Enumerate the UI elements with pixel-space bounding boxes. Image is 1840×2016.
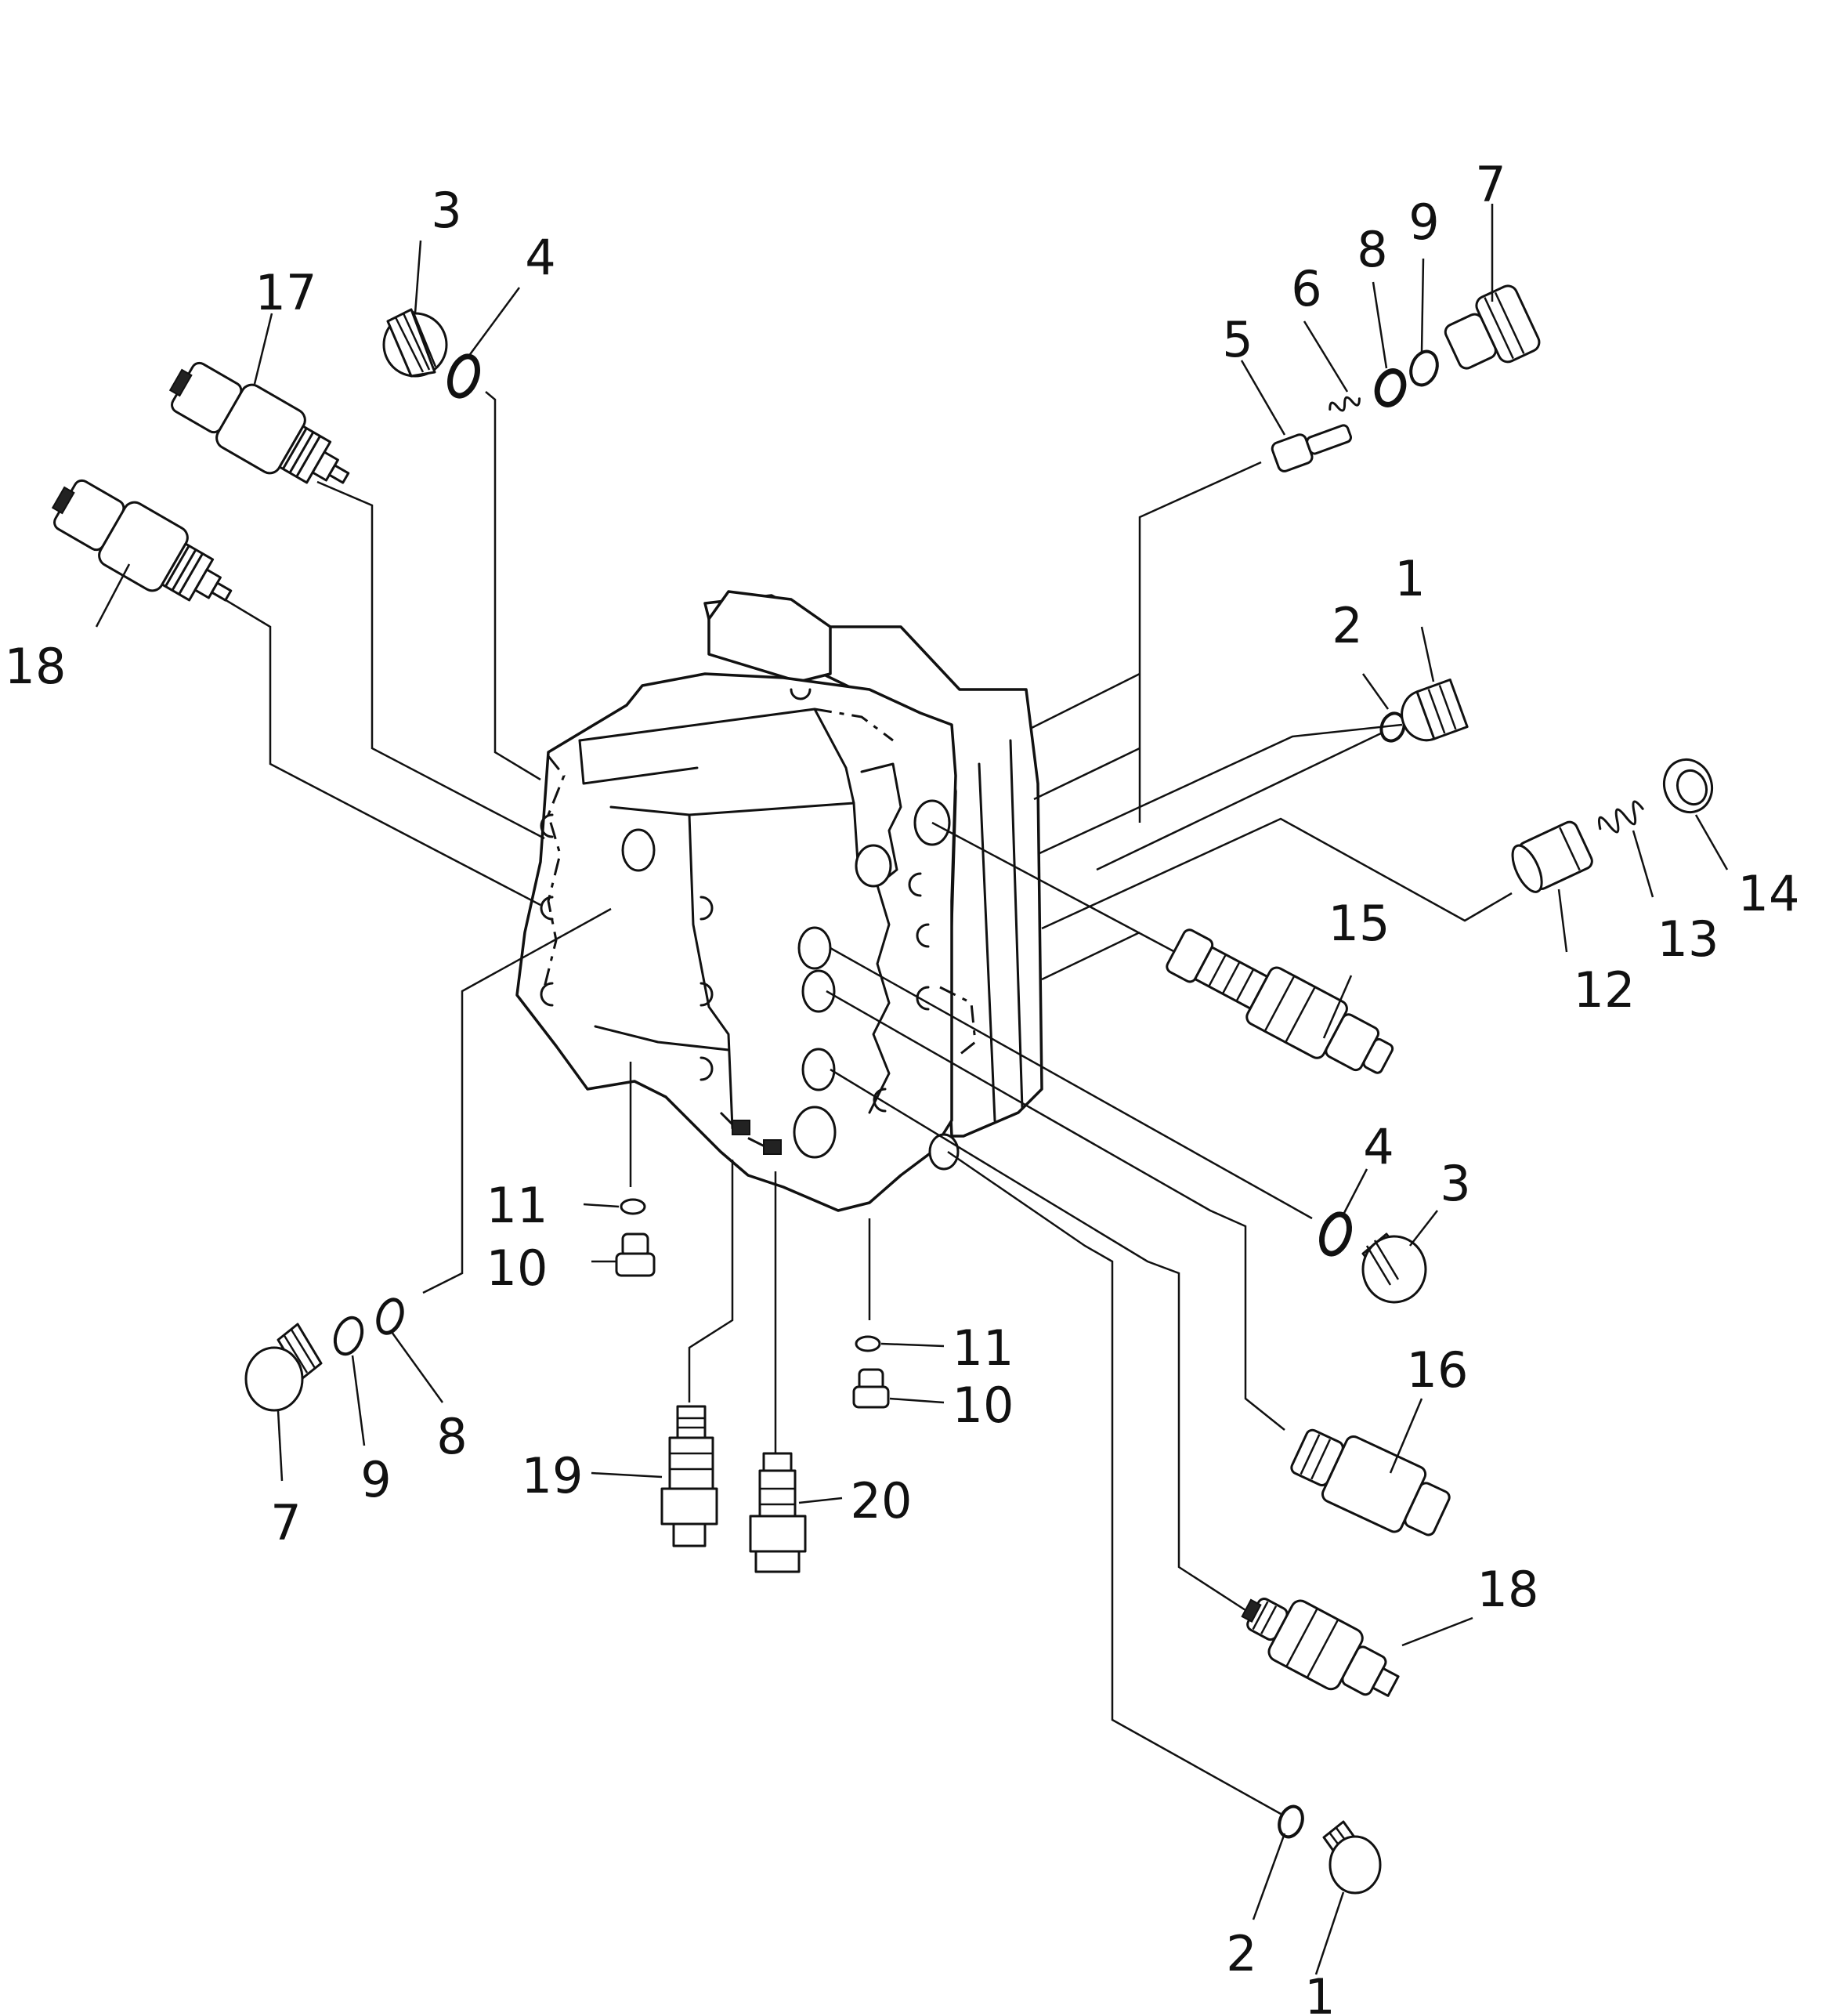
plug-3-upper: [382, 308, 448, 378]
plug-10-right: [852, 1368, 890, 1409]
label-5: 5: [1222, 311, 1253, 368]
label-2-upper: 2: [1332, 597, 1362, 654]
label-2-lower: 2: [1226, 1925, 1256, 1982]
label-7-upper: 7: [1475, 156, 1506, 213]
washer-9-lower: [333, 1316, 364, 1356]
label-1-lower: 1: [1304, 1968, 1335, 2016]
label-8-upper: 8: [1357, 221, 1387, 278]
plug-7-upper: [1444, 284, 1541, 370]
spring-13: [1597, 800, 1644, 834]
callout-labels: 1 1 2 2 3 3 4 4 5 6 7 7 8 8 9 9 10 10 11…: [5, 156, 1800, 2016]
label-10-left: 10: [486, 1240, 548, 1297]
valve-ports: [540, 688, 960, 1171]
label-11-right: 11: [953, 1319, 1014, 1377]
label-15: 15: [1328, 895, 1390, 952]
o-ring-4-right: [1319, 1211, 1352, 1257]
label-12: 12: [1574, 961, 1636, 1019]
plug-1-lower: [1322, 1820, 1382, 1895]
label-17: 17: [255, 264, 317, 321]
sensor-19: [660, 1405, 718, 1547]
poppet-5: [1271, 424, 1353, 472]
piston-12: [1511, 820, 1593, 893]
label-11-left: 11: [486, 1177, 548, 1234]
o-ring-2-upper: [1379, 711, 1406, 743]
seat-14: [1663, 758, 1713, 814]
label-9-lower: 9: [360, 1451, 391, 1508]
washer-9-upper: [1409, 349, 1439, 387]
label-3-right: 3: [1440, 1155, 1470, 1212]
relief-valve-15: [1166, 928, 1394, 1074]
plug-1-upper: [1401, 678, 1469, 742]
label-10-right: 10: [953, 1377, 1014, 1434]
control-valve-body: [515, 590, 1043, 1212]
label-3-upper: 3: [431, 182, 461, 239]
spring-6: [1328, 396, 1361, 412]
o-ring-2-lower: [1278, 1804, 1304, 1839]
label-18-left: 18: [5, 638, 67, 695]
leader-lines: [211, 391, 1513, 1815]
o-ring-11-left: [620, 1198, 646, 1215]
plug-16: [1290, 1428, 1451, 1536]
label-16: 16: [1407, 1341, 1469, 1399]
o-ring-11-right: [855, 1335, 881, 1352]
o-ring-8-lower: [376, 1298, 404, 1335]
label-4-upper: 4: [525, 229, 555, 286]
label-1-upper: 1: [1394, 550, 1425, 607]
label-7-lower: 7: [270, 1494, 301, 1551]
label-9-upper: 9: [1408, 194, 1439, 251]
solenoid-valve-18-right: [1241, 1598, 1400, 1697]
label-19: 19: [522, 1447, 584, 1504]
plug-7-lower: [244, 1323, 323, 1412]
o-ring-8-upper: [1374, 368, 1407, 407]
solenoid-valve-18-left: [51, 479, 233, 602]
label-20: 20: [851, 1472, 913, 1529]
solenoid-valve-17: [168, 361, 350, 484]
label-14: 14: [1738, 865, 1800, 922]
label-4-right: 4: [1363, 1118, 1394, 1175]
label-6: 6: [1291, 260, 1321, 317]
o-ring-4-upper: [447, 353, 480, 399]
label-8-lower: 8: [436, 1408, 467, 1465]
label-pointers: [95, 204, 1729, 1975]
sensor-20: [749, 1452, 807, 1573]
label-18-right: 18: [1477, 1561, 1539, 1618]
plug-3-right: [1361, 1232, 1427, 1304]
plug-10-left: [615, 1232, 656, 1277]
label-13: 13: [1657, 910, 1719, 968]
